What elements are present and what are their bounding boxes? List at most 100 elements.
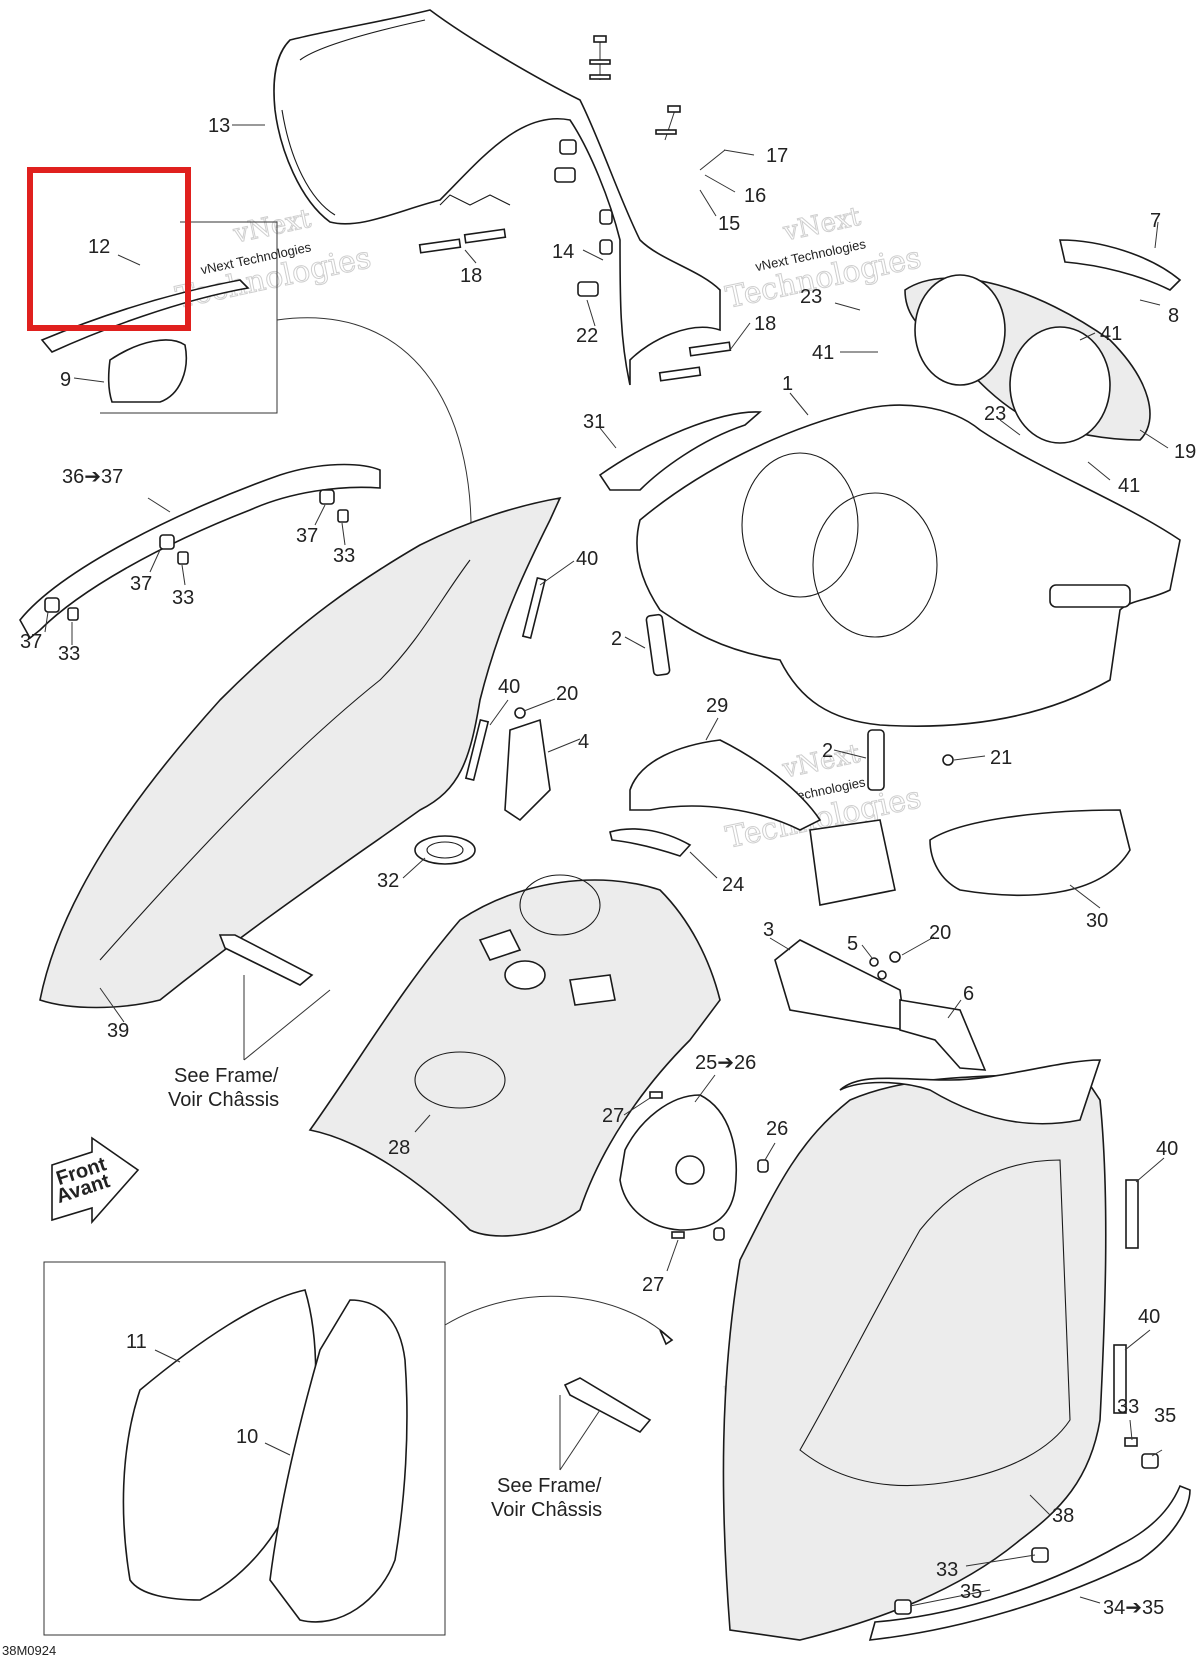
screw-part-20-b (889, 951, 901, 963)
detail-box-top-left (100, 221, 278, 414)
callout-5: 5 (847, 933, 858, 955)
callout-16: 16 (744, 185, 766, 207)
callout-18-right: 18 (754, 313, 776, 335)
pin-see-frame-lower (563, 1377, 652, 1434)
bracket-part-3 (774, 939, 906, 1031)
callout-34-35: 34➔35 (1103, 1597, 1164, 1619)
fastener-group-37-33 (44, 489, 349, 621)
callout-33-e: 33 (936, 1559, 958, 1581)
callout-19: 19 (1174, 441, 1196, 463)
callout-31: 31 (583, 411, 605, 433)
callout-6: 6 (963, 983, 974, 1005)
screw-part-27-b (671, 1231, 685, 1239)
screw-part-20-a (514, 707, 526, 719)
fastener-stack-left (554, 35, 726, 297)
callout-12: 12 (88, 236, 110, 258)
screw-part-21 (942, 754, 954, 766)
foam-strip-40-b (464, 718, 490, 782)
callout-37-a: 37 (296, 525, 318, 547)
callout-39: 39 (107, 1020, 129, 1042)
trim-strip-part-12 (40, 279, 250, 353)
detail-box-bottom-left (43, 1261, 446, 1636)
callout-37-b: 37 (130, 573, 152, 595)
callout-25-26: 25➔26 (695, 1052, 756, 1074)
callout-40-a: 40 (576, 548, 598, 570)
plug-part-26 (757, 1159, 769, 1173)
see-frame-label-upper-2: Voir Châssis (168, 1089, 279, 1111)
callout-28: 28 (388, 1137, 410, 1159)
top-frame-part-38 (839, 1059, 1102, 1125)
callout-14: 14 (552, 241, 574, 263)
bracket-part-6 (899, 999, 987, 1071)
foam-strip-40-d (1113, 1344, 1127, 1414)
callout-33-c: 33 (58, 643, 80, 665)
callout-9: 9 (60, 369, 71, 391)
foam-strip-40-c (1125, 1179, 1139, 1249)
see-frame-label-lower-1: See Frame/ (497, 1475, 602, 1497)
side-trim-part-31 (598, 411, 763, 491)
leader-lines (44, 124, 1169, 1607)
panel-part-29 (629, 739, 822, 831)
bracket-pair-18-top (418, 228, 507, 254)
callout-33-a: 33 (333, 545, 355, 567)
bracket-part-4 (504, 718, 551, 822)
callout-41-bottom: 41 (1118, 475, 1140, 497)
gauge-ring-left (914, 274, 1006, 386)
cover-part-9 (107, 339, 187, 403)
callout-41-top: 41 (1100, 323, 1122, 345)
dash-panel-part-1 (636, 404, 1181, 727)
callout-2-left: 2 (611, 628, 622, 650)
pin-see-frame-upper (218, 934, 314, 986)
gauge-ring-right (1009, 326, 1111, 444)
callout-17: 17 (766, 145, 788, 167)
arrowhead (659, 1329, 674, 1346)
screw-part-27-a (649, 1091, 663, 1099)
clip-part-24 (609, 828, 692, 857)
callout-24: 24 (722, 874, 744, 896)
front-direction-arrow: Front Avant (51, 1136, 140, 1225)
pad-part-29-lower (809, 819, 896, 906)
callout-7: 7 (1150, 210, 1161, 232)
callout-15: 15 (718, 213, 740, 235)
highlight-frame (27, 167, 191, 331)
detail-arrow-curve-top (276, 317, 472, 561)
callout-11: 11 (126, 1331, 147, 1353)
callout-40-b: 40 (498, 676, 520, 698)
callout-36-37: 36➔37 (62, 466, 123, 488)
callout-2-right: 2 (822, 740, 833, 762)
callout-33-b: 33 (172, 587, 194, 609)
callout-20-a: 20 (556, 683, 578, 705)
callout-26: 26 (766, 1118, 788, 1140)
callout-29: 29 (706, 695, 728, 717)
callout-18-top: 18 (460, 265, 482, 287)
callout-20-b: 20 (929, 922, 951, 944)
drawing-code: 38M0924 (2, 1643, 56, 1658)
dash-vent-slot (1049, 584, 1131, 608)
callout-30: 30 (1086, 910, 1108, 932)
callout-27-b: 27 (642, 1274, 664, 1296)
trim-cap-part-7 (1058, 239, 1182, 291)
callout-1: 1 (782, 373, 793, 395)
foam-strip-40-a (521, 576, 547, 640)
detail-arrow-curve-bottom (444, 1295, 673, 1341)
callout-23-mid: 23 (984, 403, 1006, 425)
knee-pad-part-30 (929, 809, 1131, 896)
callout-21: 21 (990, 747, 1012, 769)
callout-40-d: 40 (1138, 1306, 1160, 1328)
callout-4: 4 (578, 731, 589, 753)
callout-10: 10 (236, 1426, 258, 1448)
cover-part-10 (269, 1299, 408, 1623)
clip-part-2-right (867, 729, 885, 791)
callout-37-c: 37 (20, 631, 42, 653)
callout-32: 32 (377, 870, 399, 892)
dash-gauge-hole-right (812, 492, 938, 638)
see-frame-label-lower-2: Voir Châssis (491, 1499, 602, 1521)
callout-40-c: 40 (1156, 1138, 1178, 1160)
rail-trim-part-34 (868, 1484, 1191, 1641)
nut-part-35-a (1141, 1453, 1159, 1469)
callout-27-a: 27 (602, 1105, 624, 1127)
callout-22: 22 (576, 325, 598, 347)
callout-8: 8 (1168, 305, 1179, 327)
see-frame-label-upper-1: See Frame/ (174, 1065, 279, 1087)
callout-13: 13 (208, 115, 230, 137)
